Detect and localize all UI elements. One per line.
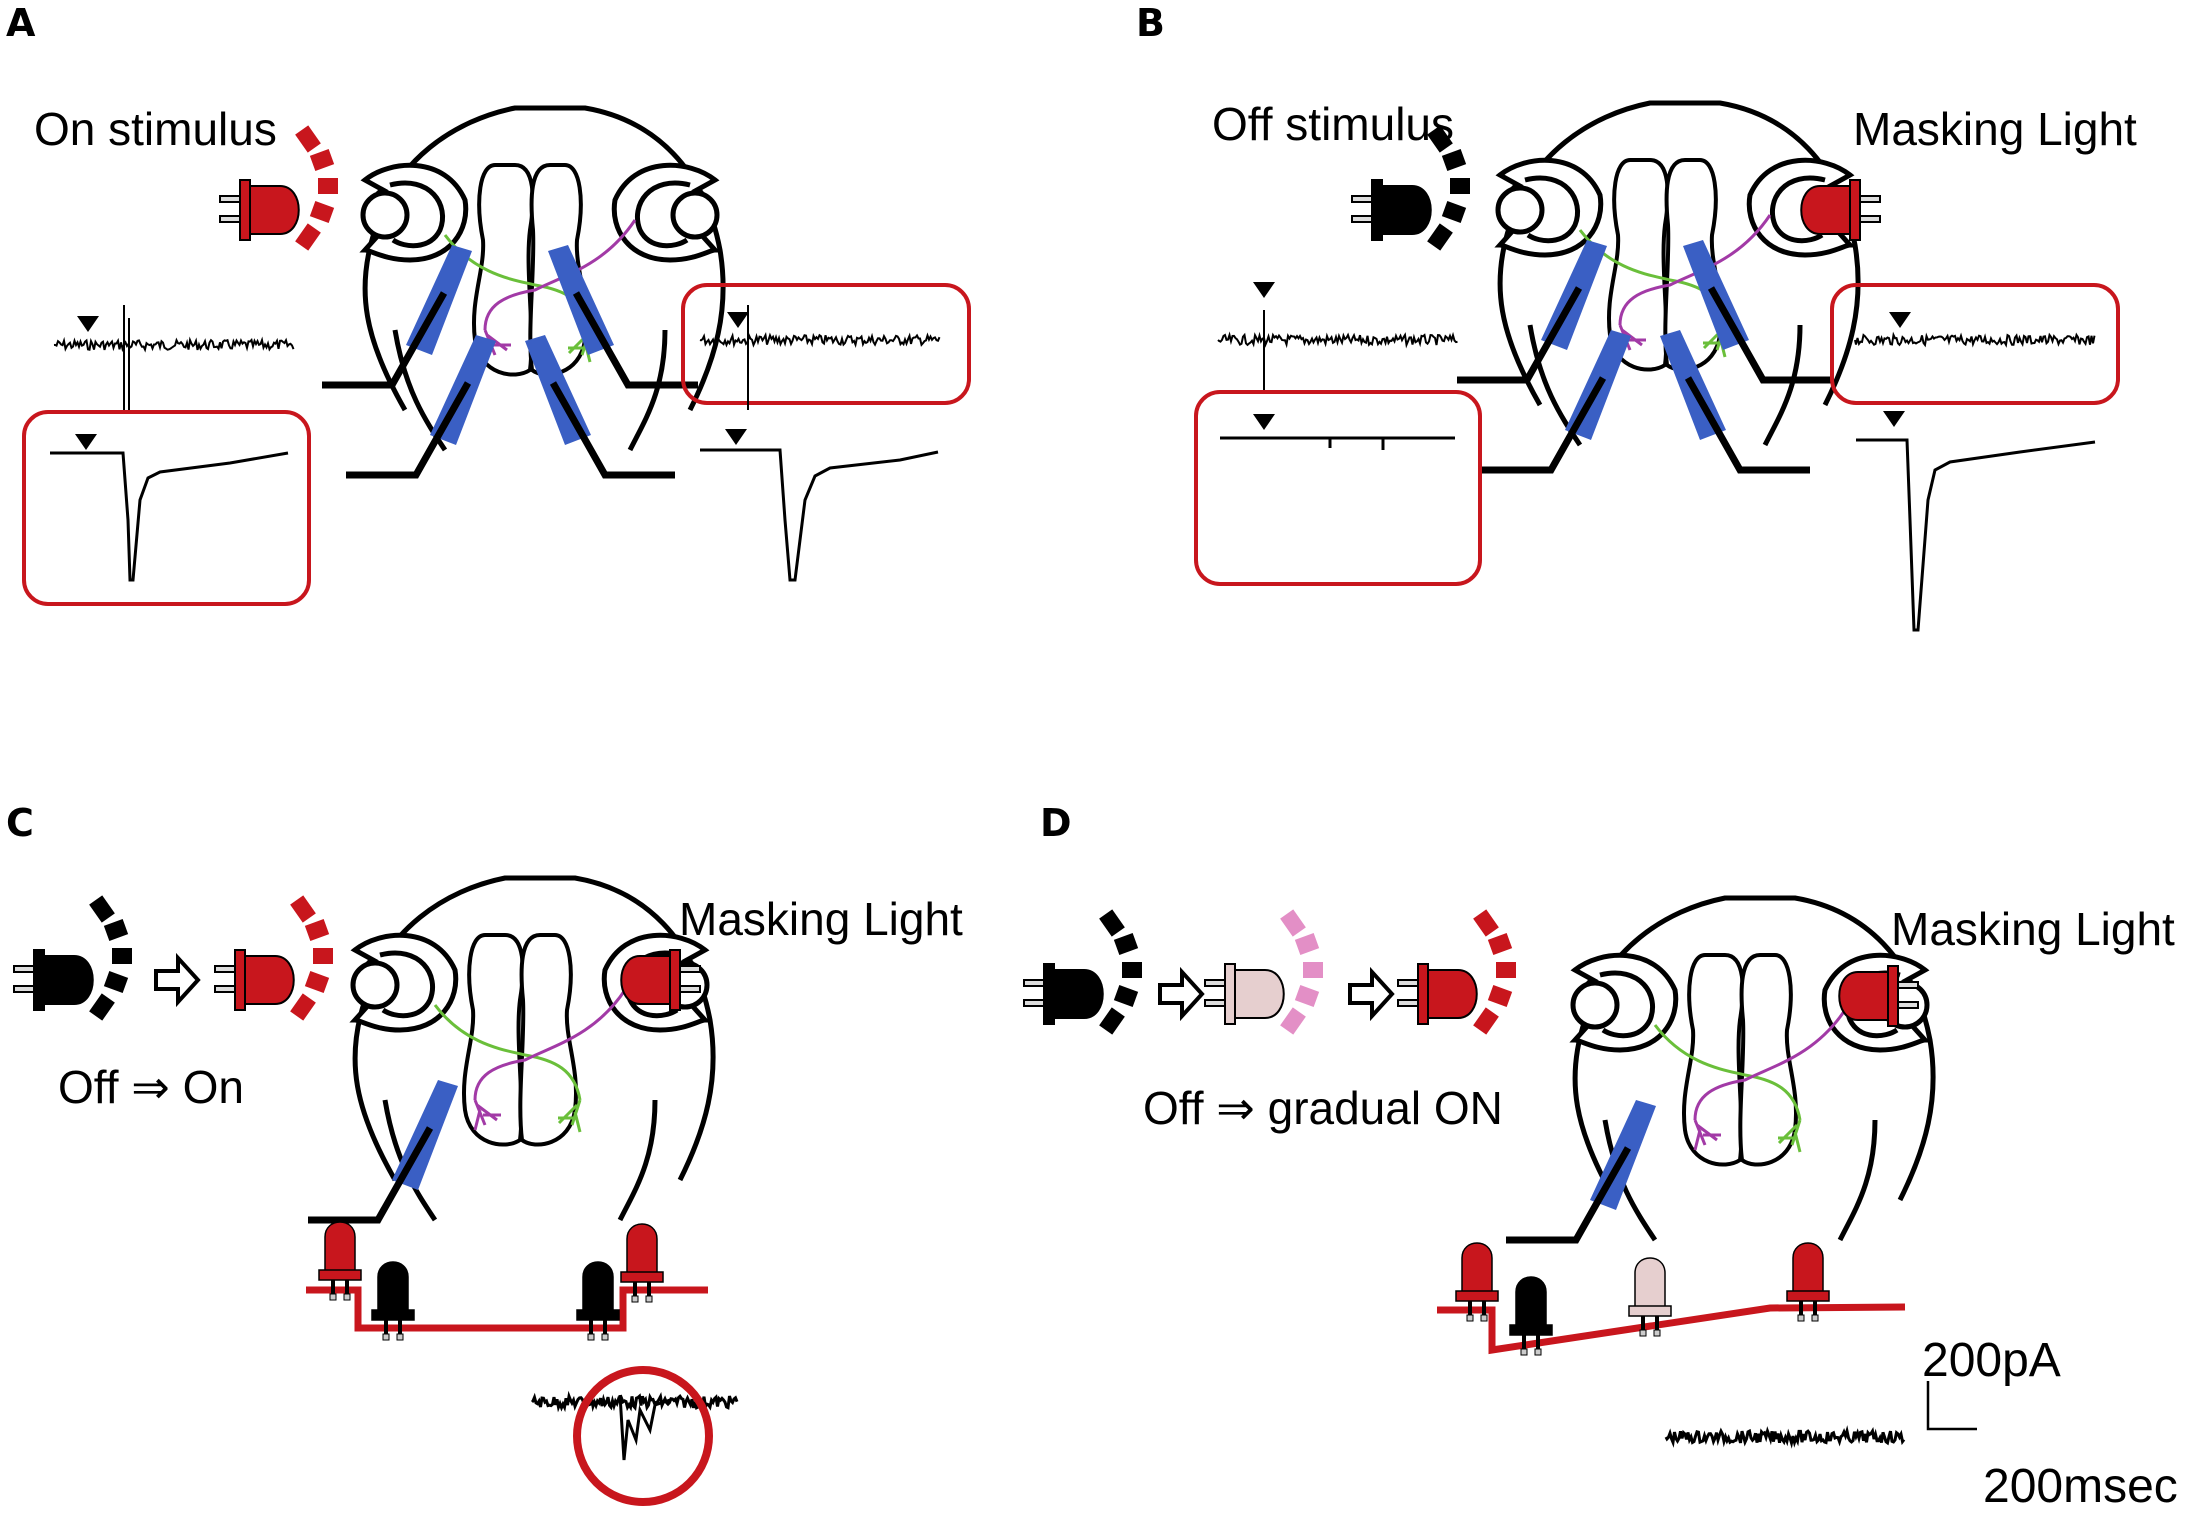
led-on-red-icon — [214, 895, 333, 1021]
panel-c: C Off ⇒ On Masking Light — [6, 801, 963, 1506]
panel-b: B Off stimulus Masking Light — [1136, 1, 2137, 632]
arrow-icon — [1158, 970, 1204, 1018]
electrode-icon — [1481, 330, 1631, 470]
step-protocol — [306, 1221, 708, 1341]
flat-trace — [1220, 414, 1455, 450]
current-trace — [700, 429, 939, 582]
spike-trace — [53, 305, 295, 410]
panel-letter-c: C — [6, 801, 34, 845]
sequence-label: Off ⇒ gradual ON — [1143, 1082, 1503, 1134]
current-trace — [1856, 411, 2096, 632]
on-stimulus-label: On stimulus — [34, 103, 277, 155]
scale-bar: 200pA 200msec — [1922, 1334, 2178, 1513]
spike-trace — [699, 305, 941, 410]
electrode-icon — [1457, 240, 1607, 380]
masking-led-red-icon — [1801, 180, 1880, 240]
off-stimulus-label: Off stimulus — [1212, 98, 1454, 150]
ramp-protocol — [1437, 1242, 1906, 1356]
current-trace — [50, 434, 289, 582]
panel-letter-a: A — [6, 1, 36, 45]
scale-bar-time-label: 200msec — [1983, 1460, 2178, 1513]
panel-letter-b: B — [1136, 1, 1165, 45]
sequence-label: Off ⇒ On — [58, 1061, 244, 1113]
highlight-box — [1194, 390, 1482, 586]
scale-bar-current-label: 200pA — [1922, 1334, 2061, 1387]
panel-letter-d: D — [1040, 801, 1072, 845]
highlight-box — [22, 410, 311, 606]
highlight-box — [1830, 283, 2120, 405]
noise-trace — [1854, 312, 2096, 348]
panel-d: D Off ⇒ gradual ON Masking Light — [1023, 801, 2178, 1513]
masking-light-label: Masking Light — [679, 893, 963, 945]
led-off-black-icon — [13, 895, 132, 1021]
head-diagram — [1573, 898, 1933, 1240]
electrode-icon — [346, 335, 496, 475]
highlight-box — [681, 283, 971, 405]
electrode-icon — [322, 245, 472, 385]
spike-trace — [1217, 282, 1458, 390]
led-off-black-icon — [1023, 909, 1142, 1035]
arrow-icon — [1348, 970, 1394, 1018]
head-diagram — [363, 108, 723, 450]
masking-light-label: Masking Light — [1891, 903, 2175, 955]
arrow-icon — [154, 956, 200, 1004]
response-trace — [1664, 1425, 1906, 1449]
head-diagram — [1498, 103, 1858, 445]
panel-a: A On stimulus — [6, 1, 971, 606]
masking-light-label: Masking Light — [1853, 103, 2137, 155]
led-on-red-icon — [1397, 909, 1516, 1035]
highlight-circle — [573, 1366, 713, 1506]
led-dim-pale-icon — [1204, 909, 1323, 1035]
